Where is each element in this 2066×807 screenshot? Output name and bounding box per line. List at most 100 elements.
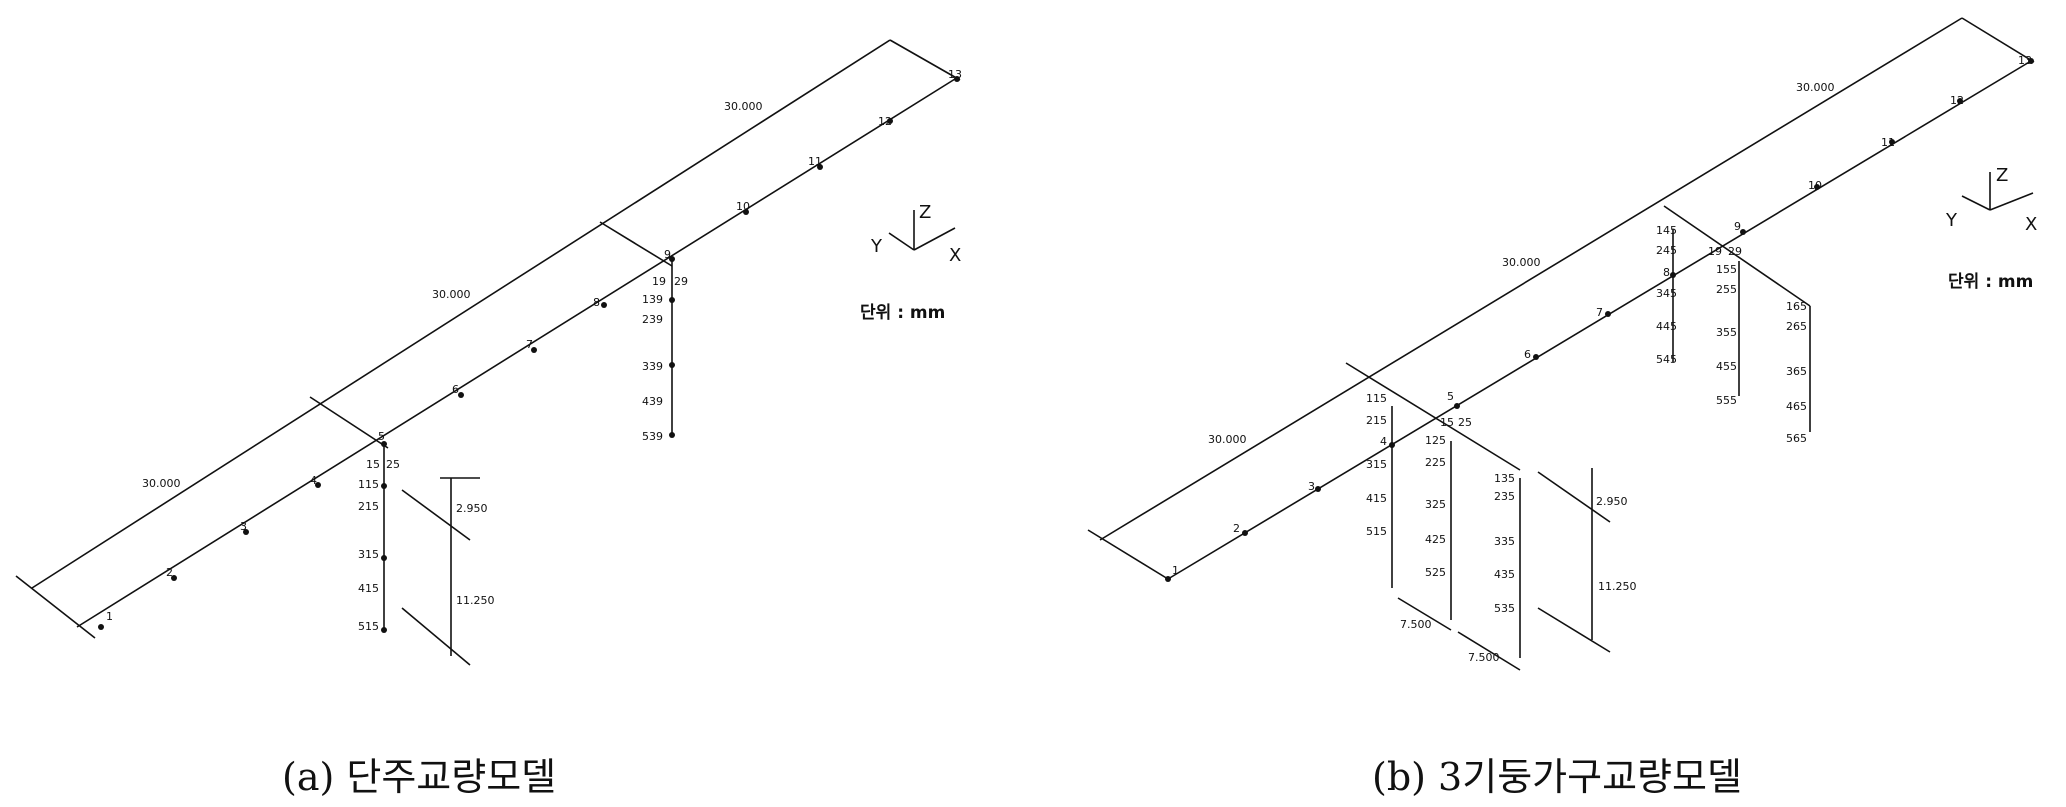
deck-node-label: 7 [1596,306,1603,319]
pier-node-label: 215 [358,500,379,513]
pier-node-label: 315 [358,548,379,561]
deck-end-left [1087,529,1169,580]
node [817,164,823,170]
panel-b-labels: 30.000 30.000 30.000 1 2 3 4 5 6 7 8 9 1… [1172,54,2032,664]
node [1957,98,1963,104]
node [1389,442,1395,448]
deck-node-label: 6 [452,383,459,396]
dim-label-11250: 11.250 [456,594,495,607]
bent-node-label: 225 [1425,456,1446,469]
unit-label-a: 단위 : mm [860,303,945,323]
dim-11250-line [1537,607,1611,653]
bent-node-label: 155 [1716,263,1737,276]
bent-node-label: 365 [1786,365,1807,378]
node [1670,272,1676,278]
deck-node-label: 4 [1380,435,1387,448]
deck-node-label: 13 [2018,54,2032,67]
node [1533,354,1539,360]
span-label-1: 30.000 [1208,433,1247,446]
pier-node-label: 29 [674,275,688,288]
bent-node-label: 25 [1458,416,1472,429]
axis-x-label: X [949,245,961,266]
caption-b: (b) 3기둥가구교량모델 [1372,755,1742,799]
deck-front-line [76,78,956,628]
deck-node-label: 4 [310,474,317,487]
unit-label-b: 단위 : mm [1948,272,2033,292]
deck-node-label: 2 [1233,522,1240,535]
bent-node-label: 15 [1440,416,1454,429]
bent-node-label: 445 [1656,320,1677,333]
panel-a [15,39,961,666]
bent-node-label: 565 [1786,432,1807,445]
deck-node-label: 12 [878,115,892,128]
dim-11250-line [401,607,471,666]
bent-node-label: 135 [1494,472,1515,485]
node [1315,486,1321,492]
deck-node-label: 12 [1950,94,1964,107]
deck-node-label: 8 [1663,266,1670,279]
deck-node-label: 7 [526,338,533,351]
pier-node-label: 115 [358,478,379,491]
pier-node-label: 339 [642,360,663,373]
bent-node-label: 545 [1656,353,1677,366]
dim-label-7500-a: 7.500 [1400,618,1432,631]
pier-node-label: 25 [386,458,400,471]
node [98,624,104,630]
deck-node-label: 10 [1808,179,1822,192]
deck-node-label: 3 [240,520,247,533]
bent-node-label: 345 [1656,287,1677,300]
span-label-2: 30.000 [1502,256,1541,269]
node [2028,58,2034,64]
panel-b [1087,17,2035,671]
pier-node-label: 415 [358,582,379,595]
bent-node-label: 145 [1656,224,1677,237]
node [1889,139,1895,145]
node [1454,403,1460,409]
deck-node-label: 5 [378,430,385,443]
deck-node-label: 11 [1881,136,1895,149]
bent-node-label: 515 [1366,525,1387,538]
axis-z-label: Z [919,202,931,223]
axis-y-label: Y [1945,210,1958,231]
bent-node-label: 325 [1425,498,1446,511]
node [1814,184,1820,190]
panel-a-labels: 30.000 30.000 30.000 1 2 3 4 5 6 7 8 9 1… [106,68,962,633]
pier-node-label: 15 [366,458,380,471]
pier-node-label: 539 [642,430,663,443]
span-label-1: 30.000 [142,477,181,490]
deck-node-label: 1 [106,610,113,623]
deck-front-line [1167,60,2032,580]
deck-cross-2 [599,221,673,267]
axis-triad-a [888,210,956,251]
axis-triad-b [1961,172,2034,211]
deck-end-right [1961,17,2035,63]
span-label-3: 30.000 [1796,81,1835,94]
bent-node-label: 425 [1425,533,1446,546]
deck-cross-1 [309,396,389,449]
pier-node-label: 239 [642,313,663,326]
dim-label-11250: 11.250 [1598,580,1637,593]
bent-node-label: 355 [1716,326,1737,339]
node [1242,530,1248,536]
deck-node-label: 9 [664,248,671,261]
bent-node-label: 435 [1494,568,1515,581]
node [1605,311,1611,317]
dim-7500-b [1457,631,1521,671]
node [381,483,387,489]
node [315,482,321,488]
pier-node-label: 19 [652,275,666,288]
dim-label-2950: 2.950 [456,502,488,515]
dim-label-7500-b: 7.500 [1468,651,1500,664]
caption-a: (a) 단주교량모델 [282,755,556,799]
bent-node-label: 535 [1494,602,1515,615]
bent-node-label: 255 [1716,283,1737,296]
bent-node-label: 335 [1494,535,1515,548]
dim-label-2950: 2.950 [1596,495,1628,508]
deck-node-label: 3 [1308,480,1315,493]
node [1165,576,1171,582]
deck-node-label: 1 [1172,564,1179,577]
dim-7500-a [1397,597,1452,631]
axis-x-label: X [2025,214,2037,235]
bent-node-label: 525 [1425,566,1446,579]
deck-node-label: 11 [808,155,822,168]
